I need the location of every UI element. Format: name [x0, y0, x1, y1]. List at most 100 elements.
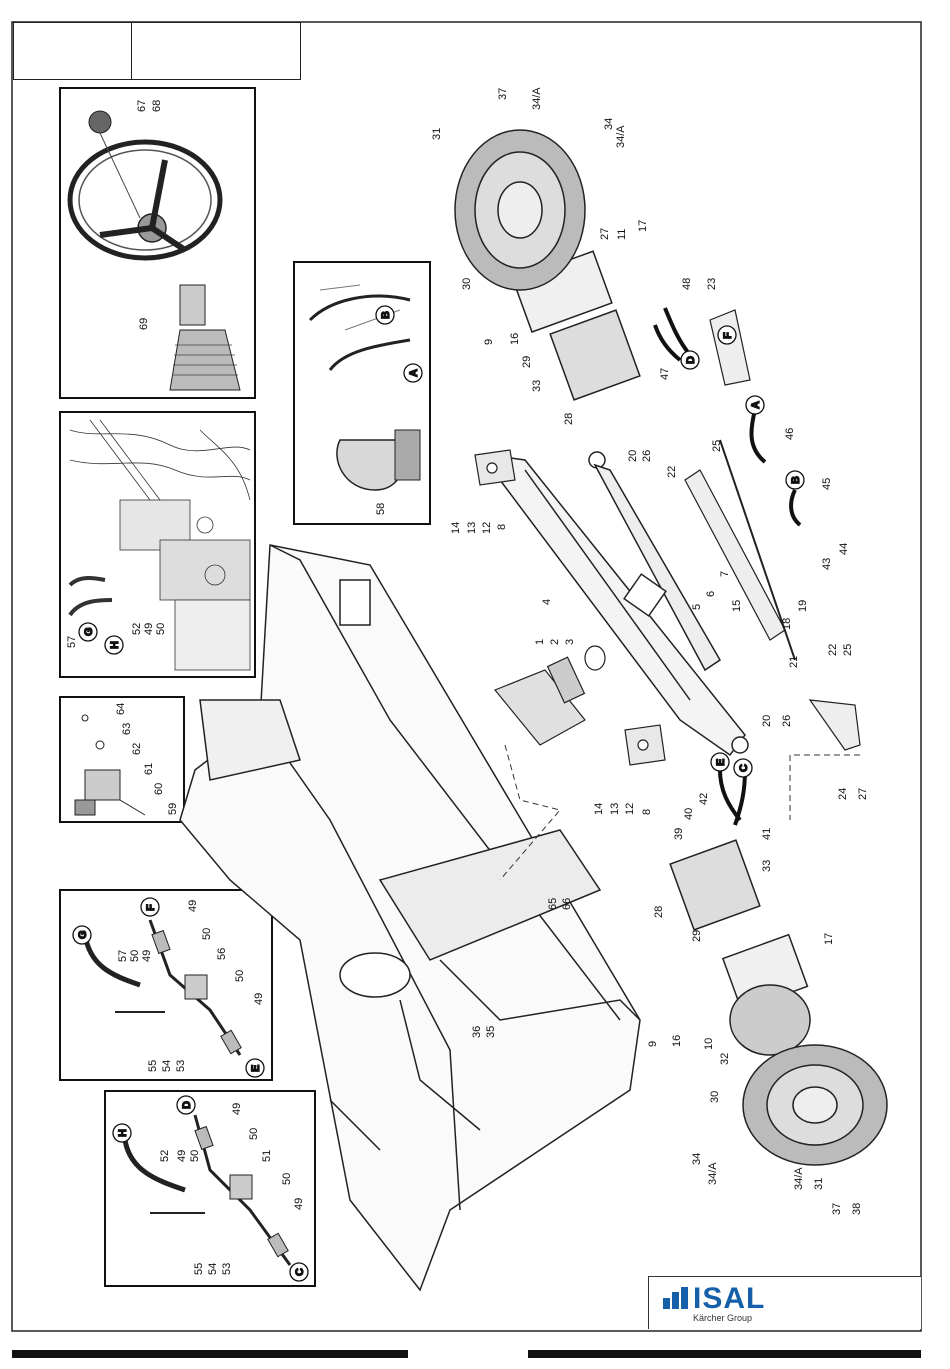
- callout-50-g: 49: [293, 1198, 305, 1210]
- callout-55-b: 54: [207, 1263, 219, 1275]
- callout-46: 45: [821, 478, 833, 490]
- marker-F-inset: F: [145, 904, 157, 911]
- callout-4: 4: [541, 599, 553, 605]
- callout-30-top: 30: [461, 278, 473, 290]
- callout-61: 60: [153, 783, 165, 795]
- callout-34a-b: 34/A: [707, 1162, 719, 1185]
- callout-36: 35: [485, 1026, 497, 1038]
- callout-25-b: 25: [842, 644, 854, 656]
- callout-12-top: 12: [481, 522, 493, 534]
- callout-56-a: 55: [147, 1060, 159, 1072]
- callout-26-top: 26: [641, 450, 653, 462]
- callout-17-b: 17: [823, 933, 835, 945]
- callout-54-a: 53: [175, 1060, 187, 1072]
- valve-inset: [59, 696, 185, 823]
- marker-B-main: B: [790, 476, 802, 484]
- callout-35-top: 34/A: [531, 87, 543, 110]
- callout-27-b: 27: [857, 788, 869, 800]
- hose-inset-hdc: [104, 1090, 316, 1287]
- callout-51-d: 50: [234, 970, 246, 982]
- callout-40: 39: [673, 828, 685, 840]
- callout-10: 10: [703, 1038, 715, 1050]
- callout-49: 48: [681, 278, 693, 290]
- callout-38-b: 37: [831, 1203, 843, 1215]
- callout-15: 15: [731, 600, 743, 612]
- callout-67: 66: [561, 898, 573, 910]
- footer-bar-left: [12, 1350, 408, 1358]
- callout-11: 11: [616, 229, 628, 240]
- callout-41: 40: [683, 808, 695, 820]
- callout-39: 38: [851, 1203, 863, 1215]
- marker-G-inset: G: [83, 627, 95, 636]
- callout-16-b: 16: [671, 1035, 683, 1047]
- footer-bar-right: [528, 1350, 921, 1358]
- callout-33-b: 33: [761, 860, 773, 872]
- callout-63: 62: [131, 743, 143, 755]
- callout-51-f: 50: [248, 1128, 260, 1140]
- callout-28-top: 28: [563, 413, 575, 425]
- callout-69: 68: [151, 100, 163, 112]
- marker-B-inset: B: [380, 311, 392, 319]
- callout-12-b: 12: [624, 803, 636, 815]
- steering-cylinder: [684, 439, 796, 661]
- callout-55-a: 54: [161, 1060, 173, 1072]
- callout-16-top: 16: [509, 333, 521, 345]
- callout-25-top: 25: [711, 440, 723, 452]
- callout-47: 46: [784, 428, 796, 440]
- callout-48: 47: [659, 368, 671, 380]
- callout-51-e: 50: [189, 1150, 201, 1162]
- callout-42: 41: [761, 828, 773, 840]
- callout-34a-top: 34/A: [615, 125, 627, 148]
- callout-20-top: 20: [627, 450, 639, 462]
- callout-1: 1: [534, 639, 546, 645]
- callout-34-top: 34: [603, 118, 615, 130]
- callout-5: 5: [691, 604, 703, 610]
- callout-51-a: 50: [155, 623, 167, 635]
- marker-C-inset: C: [294, 1268, 306, 1276]
- callout-6: 6: [705, 591, 717, 597]
- callout-31-top: 31: [431, 128, 443, 140]
- callout-56-b: 55: [193, 1263, 205, 1275]
- callout-64: 63: [121, 723, 133, 735]
- callout-38-top: 37: [497, 88, 509, 100]
- brand-logo-box: ISAL Kärcher Group: [648, 1276, 921, 1329]
- callout-35-b: 34/A: [793, 1167, 805, 1190]
- callout-57: 56: [216, 948, 228, 960]
- callout-3: 3: [564, 639, 576, 645]
- callout-51-g: 50: [281, 1173, 293, 1185]
- marker-H-inset2: H: [117, 1129, 129, 1137]
- upper-drive-assembly: [454, 129, 641, 401]
- callout-26-b: 26: [781, 715, 793, 727]
- callout-27-top: 27: [599, 228, 611, 240]
- callout-22-b: 22: [827, 644, 839, 656]
- callout-7: 7: [719, 571, 731, 577]
- callout-37: 36: [471, 1026, 483, 1038]
- callout-43: 42: [698, 793, 710, 805]
- callout-labels: 67 68 69 58 57 52 49 50 64 63 62 61 60 5…: [66, 87, 869, 1275]
- callout-17-top: 17: [637, 220, 649, 232]
- callout-31-b: 31: [813, 1178, 825, 1190]
- callout-45: 44: [838, 543, 850, 555]
- lower-drive-assembly: [669, 839, 888, 1166]
- marker-D-main: D: [685, 356, 697, 364]
- callout-70: 69: [138, 318, 150, 330]
- dashed-leaders: [499, 744, 860, 881]
- callout-30-b: 30: [709, 1091, 721, 1103]
- callout-50-f: 49: [231, 1103, 243, 1115]
- callout-21: 21: [788, 656, 800, 668]
- marker-H-inset: H: [109, 641, 121, 649]
- callout-50-b: 49: [187, 900, 199, 912]
- callout-23: 23: [706, 278, 718, 290]
- marker-D-inset: D: [181, 1101, 193, 1109]
- callout-53-b: 52: [159, 1150, 171, 1162]
- motor-inset: [293, 261, 431, 525]
- callout-19: 19: [797, 600, 809, 612]
- callout-29-top: 29: [521, 356, 533, 368]
- mount-plates: [474, 449, 666, 766]
- callout-44: 43: [821, 558, 833, 570]
- callout-60: 59: [167, 803, 179, 815]
- callout-14-top: 14: [450, 522, 462, 534]
- callout-51-b: 50: [201, 928, 213, 940]
